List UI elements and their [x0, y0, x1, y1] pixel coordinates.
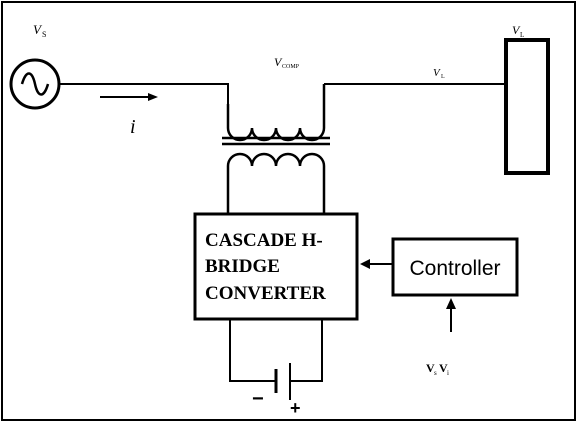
controller-input-label-2: V — [439, 361, 448, 375]
controller-input-sub-1: s — [434, 369, 437, 377]
controller-input-label: V — [426, 361, 435, 375]
converter-block — [193, 212, 359, 321]
compensation-voltage-label: V — [274, 55, 283, 69]
control-signal-arrow — [360, 259, 393, 269]
transformer-primary-winding — [226, 84, 326, 142]
converter-label-line-2: BRIDGE — [205, 256, 280, 277]
controller-input-sub-2: i — [447, 369, 449, 377]
dc-link-wire — [229, 319, 276, 382]
load-box — [504, 38, 550, 175]
dc-link-wire-right — [290, 319, 323, 382]
controller-block — [391, 237, 519, 297]
load-voltage-label: V — [512, 23, 521, 37]
converter-label-line-1: CASCADE H- — [205, 230, 323, 251]
current-arrow — [100, 93, 158, 101]
ac-source — [9, 58, 61, 110]
battery-minus-label: − — [252, 388, 264, 410]
source-voltage-sub: S — [42, 30, 46, 39]
compensation-voltage-sub: COMP — [282, 64, 300, 70]
sine-wave-icon — [20, 72, 50, 96]
transformer-secondary-winding — [226, 152, 326, 214]
line-voltage-sub: L — [441, 74, 445, 80]
current-label: i — [130, 116, 136, 138]
main-line-left — [59, 83, 229, 104]
controller-input-arrow — [446, 298, 456, 332]
controller-label: Controller — [409, 257, 500, 280]
line-voltage-label: V — [433, 67, 441, 79]
converter-label-line-3: CONVERTER — [205, 283, 326, 304]
source-voltage-label: V — [33, 22, 43, 37]
battery-plus-label: + — [290, 398, 301, 418]
load-voltage-sub: L — [520, 31, 524, 39]
